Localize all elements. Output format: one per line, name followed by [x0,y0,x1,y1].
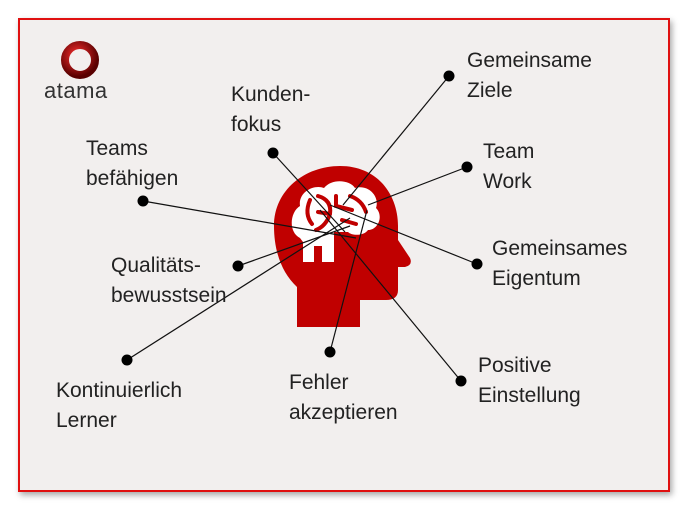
connector-lines [126,75,478,382]
label-qualitaetsbewusstsein: Qualitäts- bewusstsein [111,254,227,307]
label-gemeinsames-eigentum: Gemeinsames Eigentum [492,237,628,290]
label-kundenfokus: Kunden- fokus [231,83,311,136]
label-gemeinsame-ziele: Gemeinsame Ziele [467,49,592,102]
label-kontinuierlich-lerner: Kontinuierlich Lerner [56,379,183,432]
label-positive-einstellung: Positive Einstellung [478,354,581,407]
label-fehler-akzeptieren: Fehler akzeptieren [289,371,398,424]
label-team-work: Team Work [483,140,535,193]
label-teams-befaehigen: Teams befähigen [86,137,179,190]
atama-logo-icon [61,41,99,79]
logo-text: atama [44,78,108,103]
connector-dots [121,70,483,387]
